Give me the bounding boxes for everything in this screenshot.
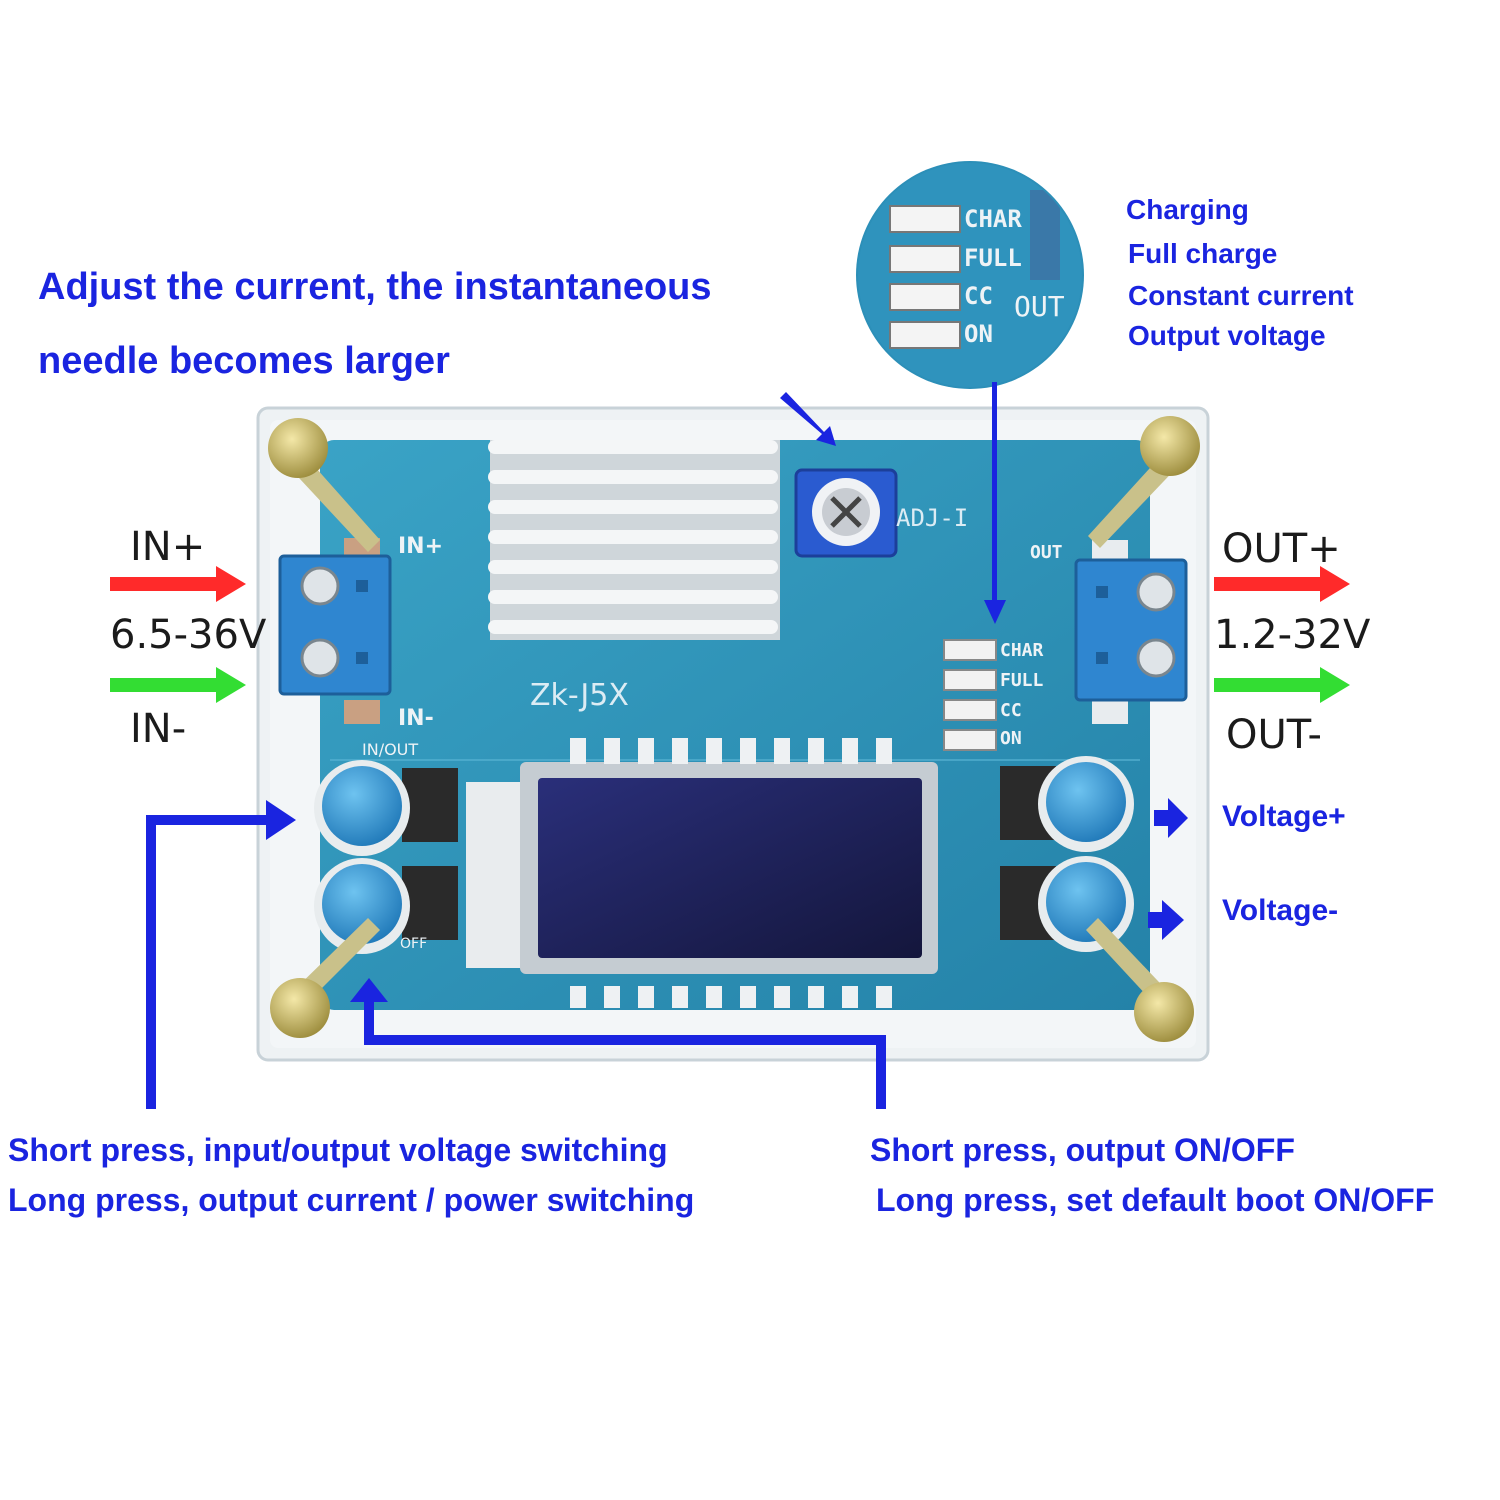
input-negative-arrow <box>110 667 246 703</box>
input-plus-label: IN+ <box>130 524 206 570</box>
left-button-help-short: Short press, input/output voltage switch… <box>8 1132 668 1168</box>
headline-line-2: needle becomes larger <box>38 340 450 382</box>
output-minus-label: OUT- <box>1226 712 1322 758</box>
silk-out: OUT <box>1030 542 1063 563</box>
current-adjust-potentiometer <box>794 468 898 558</box>
board-led-full: FULL <box>1000 670 1044 691</box>
silk-off: OFF <box>400 936 428 952</box>
mounting-screws <box>268 416 1200 1042</box>
inset-led-char: CHAR <box>964 205 1022 233</box>
output-plus-label: OUT+ <box>1222 526 1341 572</box>
left-button-help-long: Long press, output current / power switc… <box>8 1182 695 1218</box>
inset-led-full: FULL <box>964 244 1022 272</box>
board-model-label: Zk-J5X <box>530 678 629 713</box>
status-leds <box>943 639 997 751</box>
inset-led-on: ON <box>964 320 993 348</box>
voltage-minus-label: Voltage- <box>1222 894 1339 927</box>
output-positive-arrow <box>1214 566 1350 602</box>
output-terminal-block <box>1074 540 1188 724</box>
right-push-buttons <box>1000 756 1134 952</box>
input-positive-arrow <box>110 566 246 602</box>
board-led-char: CHAR <box>1000 640 1044 661</box>
right-button-help-long: Long press, set default boot ON/OFF <box>876 1182 1435 1218</box>
silk-in-minus: IN- <box>398 706 434 731</box>
led-zoom-inset <box>856 161 1084 389</box>
callout-lines <box>146 382 1188 1109</box>
silk-in-plus: IN+ <box>398 534 444 559</box>
board-led-on: ON <box>1000 728 1022 749</box>
output-voltage-range: 1.2-32V <box>1214 612 1371 658</box>
input-voltage-range: 6.5-36V <box>110 612 267 658</box>
led-legend-charging: Charging <box>1126 194 1249 225</box>
inset-out-label: OUT <box>1014 290 1065 323</box>
output-negative-arrow <box>1214 667 1350 703</box>
voltage-plus-label: Voltage+ <box>1222 800 1346 833</box>
adj-i-label: ADJ-I <box>896 504 969 532</box>
inset-led-cc: CC <box>964 282 993 310</box>
heatsink <box>488 440 780 640</box>
led-legend-constant-current: Constant current <box>1128 280 1354 311</box>
input-terminal-block <box>278 538 392 724</box>
silk-in-out: IN/OUT <box>362 740 419 759</box>
left-push-buttons <box>314 760 458 954</box>
lcd-display <box>466 738 938 1008</box>
input-minus-label: IN- <box>130 706 187 752</box>
board-led-cc: CC <box>1000 700 1022 721</box>
led-legend-output-voltage: Output voltage <box>1128 320 1326 351</box>
headline-line-1: Adjust the current, the instantaneous <box>38 266 712 308</box>
led-legend-full-charge: Full charge <box>1128 238 1278 269</box>
right-button-help-short: Short press, output ON/OFF <box>870 1132 1295 1168</box>
